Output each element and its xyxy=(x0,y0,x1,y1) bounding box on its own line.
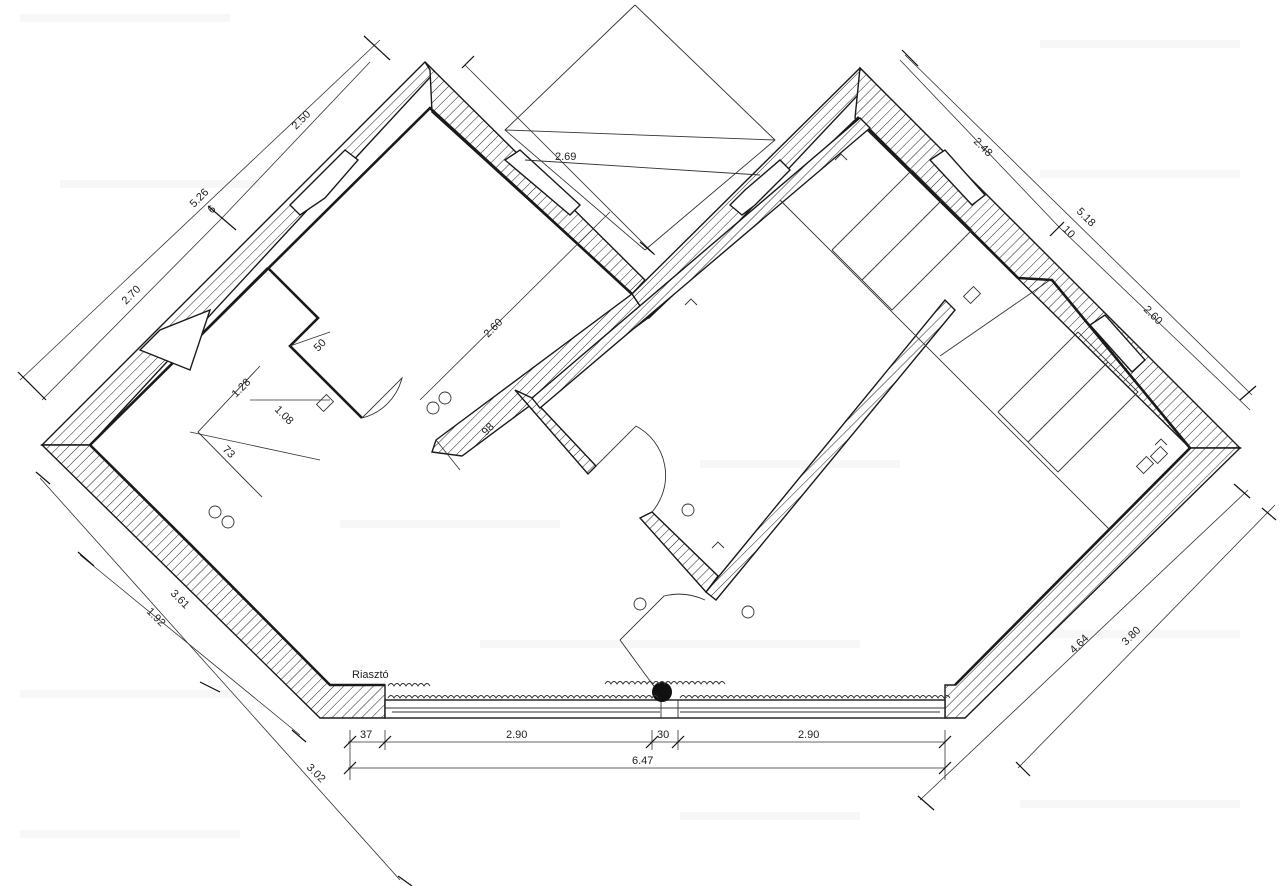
windows xyxy=(138,149,1146,373)
dim-left-bottom: 3.02 xyxy=(304,762,328,786)
wall-partition-stub xyxy=(514,389,597,476)
wall-northeast-right xyxy=(854,66,1242,449)
dim-bottom-30: 30 xyxy=(657,729,669,741)
dim-bottom-290-a: 2.90 xyxy=(506,729,527,741)
interior-outline xyxy=(89,106,1192,687)
wall-partition-center xyxy=(431,292,649,457)
wall-partition-entry xyxy=(638,511,719,594)
wall-south-glazing xyxy=(384,699,946,719)
dim-left-lower-part: 1.92 xyxy=(144,606,168,630)
dim-right-10: 10 xyxy=(1060,224,1077,241)
wall-partition-diagonal xyxy=(705,298,956,601)
dim-top-left-upper: 2.50 xyxy=(290,108,314,132)
dim-window-left: 2.69 xyxy=(555,151,576,163)
wall-partition-long xyxy=(531,117,872,409)
wall-southwest xyxy=(40,444,386,719)
dim-small-6: 6 xyxy=(206,203,219,216)
curtains xyxy=(387,681,951,699)
dim-1-08: 1.08 xyxy=(272,404,296,428)
background-ghost-text xyxy=(20,14,1240,838)
doors xyxy=(361,376,706,701)
skylight-lines xyxy=(504,4,776,251)
alarm-label: Riasztó xyxy=(352,669,389,681)
dim-top-left-lower: 2.70 xyxy=(120,283,144,307)
dim-bottom-37: 37 xyxy=(360,729,372,741)
dim-bottom-290-b: 2.90 xyxy=(798,729,819,741)
alarm-sensor-icon xyxy=(652,682,672,702)
dim-right-bottom-b: 3.80 xyxy=(1120,624,1144,648)
dim-1-28: 1.28 xyxy=(230,376,254,400)
dim-left-lower-total: 3.61 xyxy=(168,588,192,612)
dimension-lines xyxy=(17,35,1277,886)
wall-southeast xyxy=(944,447,1242,719)
closet-walls xyxy=(197,267,363,498)
dim-50: 50 xyxy=(312,337,329,354)
furniture-blocks xyxy=(779,169,1139,531)
dim-right-lower: 2.60 xyxy=(1141,304,1165,328)
dim-room-diag: 2.60 xyxy=(482,316,506,340)
dim-73: 73 xyxy=(220,444,237,461)
dim-bottom-total: 6.47 xyxy=(632,755,653,767)
dim-right-total: 5.18 xyxy=(1074,206,1098,230)
